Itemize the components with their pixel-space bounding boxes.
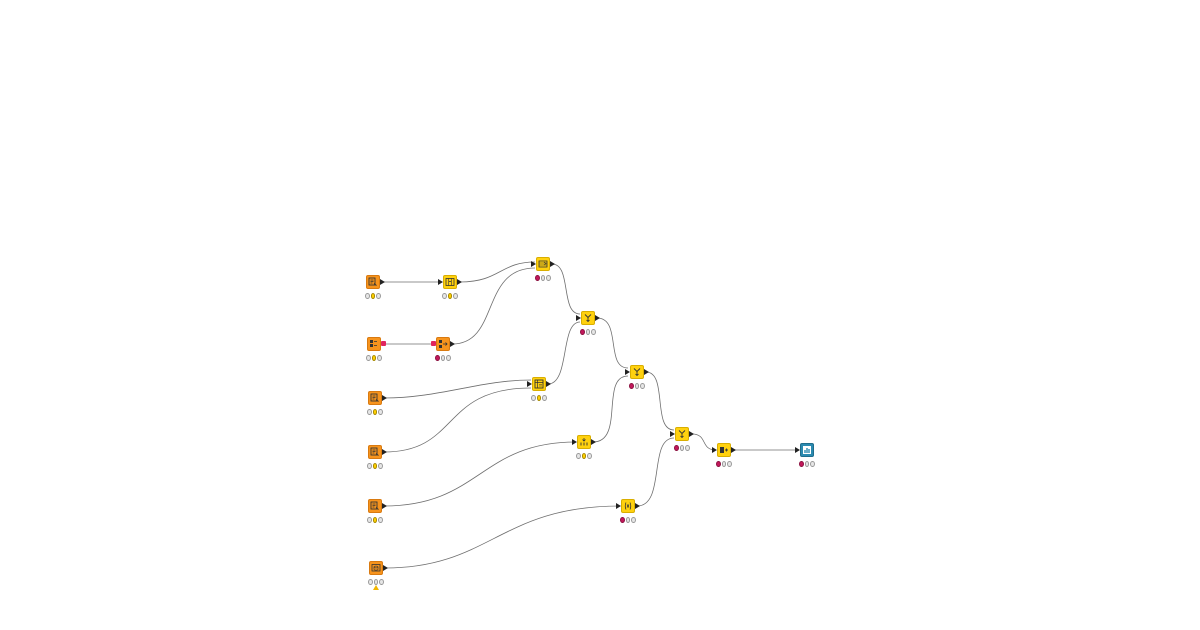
node-file-reader[interactable] [361,445,391,477]
node-joiner[interactable] [574,311,604,343]
column-expressions-icon [621,499,635,513]
node-status-traffic-light [367,463,384,469]
output-port[interactable] [382,449,387,455]
node-bar-chart-view[interactable] [793,443,823,475]
file-reader-icon [368,499,382,513]
output-port[interactable] [457,279,462,285]
flow-variable-port[interactable] [381,341,386,346]
node-status-traffic-light [367,517,384,523]
input-port[interactable] [795,447,800,453]
input-port[interactable] [531,261,536,267]
node-variable[interactable] [429,337,459,369]
output-port[interactable] [731,447,736,453]
flow-variable-port[interactable] [431,341,436,346]
node-status-traffic-light [629,383,646,389]
output-port[interactable] [550,261,555,267]
input-port[interactable] [438,279,443,285]
node-status-traffic-light [367,409,384,415]
node-status-traffic-light [366,355,383,361]
output-port[interactable] [546,381,551,387]
input-port[interactable] [572,439,577,445]
node-joiner[interactable] [668,427,698,459]
row-filter-icon [536,257,550,271]
node-file-reader[interactable] [359,275,389,307]
output-port[interactable] [635,503,640,509]
node-column-appender[interactable] [710,443,740,475]
node-status-traffic-light [799,461,816,467]
table-creator-icon [367,337,381,351]
node-column-filter[interactable] [436,275,466,307]
output-port[interactable] [382,503,387,509]
connection[interactable] [384,505,621,569]
output-port[interactable] [382,395,387,401]
file-reader-icon [368,445,382,459]
output-port[interactable] [380,279,385,285]
node-status-traffic-light [531,395,548,401]
input-port[interactable] [712,447,717,453]
group-by-icon [577,435,591,449]
input-port[interactable] [576,315,581,321]
joiner-icon [675,427,689,441]
output-port[interactable] [383,565,388,571]
node-status-traffic-light [576,453,593,459]
output-port[interactable] [591,439,596,445]
output-port[interactable] [689,431,694,437]
node-table-creator[interactable] [360,337,390,369]
output-port[interactable] [644,369,649,375]
database-reader-icon [369,561,383,575]
node-row-filter[interactable] [529,257,559,289]
connection[interactable] [383,387,532,453]
node-status-traffic-light [435,355,452,361]
input-port[interactable] [616,503,621,509]
node-column-expressions[interactable] [614,499,644,531]
file-reader-icon [368,391,382,405]
pivot-icon [532,377,546,391]
node-pivot[interactable] [525,377,555,409]
input-port[interactable] [670,431,675,437]
connection[interactable] [459,261,536,283]
node-status-traffic-light [442,293,459,299]
node-status-traffic-light [716,461,733,467]
column-filter-icon [443,275,457,289]
variable-icon [436,337,450,351]
node-group-by[interactable] [570,435,600,467]
joiner-icon [581,311,595,325]
node-status-traffic-light [368,579,385,585]
output-port[interactable] [450,341,455,347]
connection[interactable] [383,379,532,399]
output-port[interactable] [595,315,600,321]
joiner-icon [630,365,644,379]
node-status-traffic-light [535,275,552,281]
node-status-traffic-light [580,329,597,335]
input-port[interactable] [527,381,532,387]
node-file-reader[interactable] [361,391,391,423]
file-reader-icon [366,275,380,289]
column-appender-icon [717,443,731,457]
node-database-reader[interactable] [362,561,392,593]
node-status-traffic-light [365,293,382,299]
node-joiner[interactable] [623,365,653,397]
input-port[interactable] [625,369,630,375]
bar-chart-icon [800,443,814,457]
node-status-traffic-light [620,517,637,523]
warning-icon[interactable] [373,585,379,590]
connection[interactable] [383,441,577,507]
node-status-traffic-light [674,445,691,451]
node-file-reader[interactable] [361,499,391,531]
